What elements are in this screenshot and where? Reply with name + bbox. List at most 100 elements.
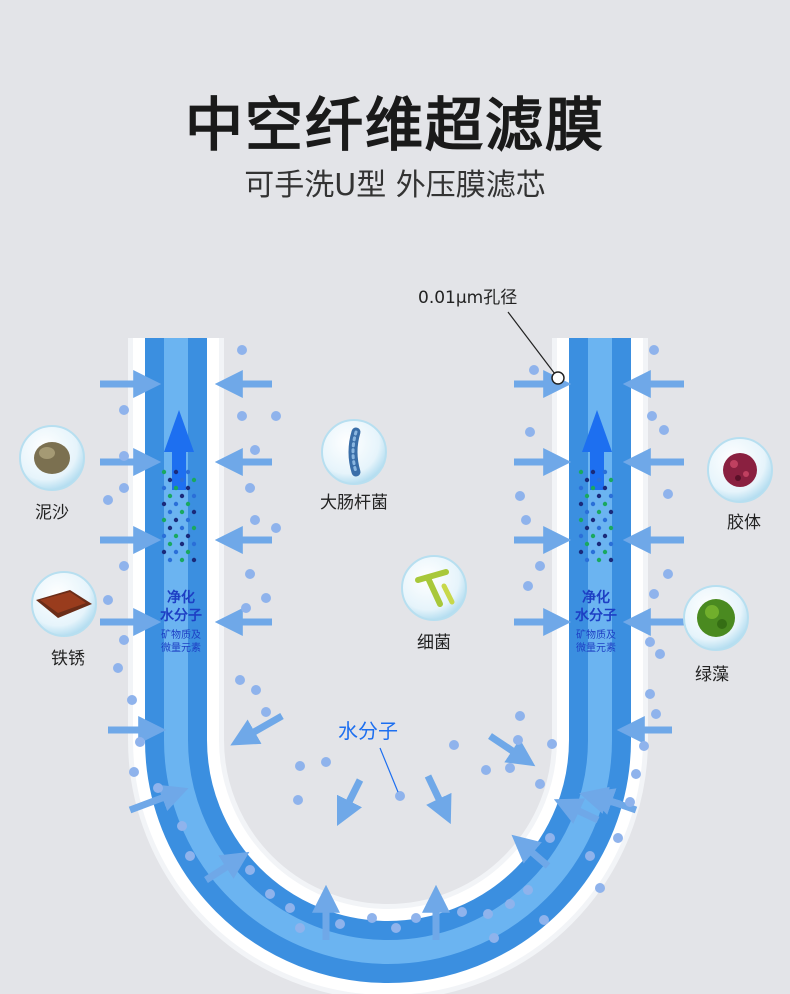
water-molecule-callout-line (379, 747, 399, 793)
purified-molecule-dot (602, 549, 608, 555)
purified-molecule-dot (191, 525, 197, 531)
purified-molecule-dot (578, 501, 584, 507)
left-inner-label-2: 水分子 (160, 607, 202, 624)
water-molecule-dot (261, 707, 271, 717)
purified-molecule-dot (590, 501, 596, 507)
water-molecule-dot (489, 933, 499, 943)
water-molecule-dot (119, 635, 129, 645)
purified-molecule-dot (608, 493, 614, 499)
water-molecule-dot (449, 740, 459, 750)
purified-molecule-dot (179, 493, 185, 499)
water-molecule-dot (659, 425, 669, 435)
water-molecule-dot (505, 763, 515, 773)
water-molecule-dot (505, 899, 515, 909)
water-molecule-dot (119, 405, 129, 415)
water-molecule-dot (483, 909, 493, 919)
flow-arrow (204, 851, 250, 883)
purified-molecule-dot (590, 517, 596, 523)
water-molecule-dot (185, 851, 195, 861)
water-molecule-dot (119, 451, 129, 461)
algae-label: 绿藻 (695, 665, 729, 685)
water-molecule-dot (645, 689, 655, 699)
water-molecule-dot (525, 427, 535, 437)
water-molecule-dots (103, 345, 673, 943)
water-molecule-dot (647, 411, 657, 421)
water-molecule-dot (295, 923, 305, 933)
purified-molecule-dot (602, 469, 608, 475)
purified-molecule-dot (608, 557, 614, 563)
water-molecule-dot (411, 913, 421, 923)
purified-molecule-dot (191, 541, 197, 547)
purified-molecule-dot (596, 477, 602, 483)
purified-molecules-right (578, 469, 614, 563)
purified-molecule-dot (185, 501, 191, 507)
right-inner-small-1: 矿物质及 (576, 628, 616, 641)
water-molecule-dot (250, 515, 260, 525)
rust-label: 铁锈 (51, 649, 85, 669)
purified-molecule-dot (179, 541, 185, 547)
purified-molecule-dot (596, 557, 602, 563)
water-molecule-dot (523, 581, 533, 591)
purified-molecule-dot (596, 525, 602, 531)
ecoli-icon (321, 419, 387, 485)
water-molecule-dot (515, 491, 525, 501)
purified-molecule-dot (590, 485, 596, 491)
purified-molecule-dot (173, 549, 179, 555)
water-molecule-dot (651, 709, 661, 719)
water-molecule-dot (481, 765, 491, 775)
purified-molecule-dot (167, 541, 173, 547)
water-molecule-dot (153, 783, 163, 793)
water-molecule-dot (625, 797, 635, 807)
water-molecule-dot (457, 907, 467, 917)
water-molecule-dot (391, 923, 401, 933)
water-molecule-dot (545, 833, 555, 843)
water-molecule-dot (235, 675, 245, 685)
flow-arrow (230, 712, 284, 746)
pore-callout-line (507, 311, 559, 379)
water-molecule-dot (513, 735, 523, 745)
purified-molecule-dot (161, 469, 167, 475)
water-molecule-dot (237, 411, 247, 421)
purified-molecule-dot (608, 525, 614, 531)
water-molecule-dot (265, 889, 275, 899)
purified-molecule-dot (167, 477, 173, 483)
purified-molecule-dot (596, 493, 602, 499)
right-inner-label-1: 净化 (582, 589, 610, 606)
purified-molecule-dot (167, 493, 173, 499)
water-molecule-dot (529, 365, 539, 375)
purified-molecule-dot (191, 557, 197, 563)
sand-icon (19, 425, 85, 491)
purified-molecule-dot (578, 517, 584, 523)
pore-callout-marker (551, 371, 565, 385)
purified-molecule-dot (590, 533, 596, 539)
water-molecule-dot (395, 791, 405, 801)
page-title: 中空纤维超滤膜 (184, 91, 605, 159)
purified-molecule-dot (608, 541, 614, 547)
purified-molecule-dot (167, 509, 173, 515)
water-molecule-dot (335, 919, 345, 929)
purified-molecule-dot (578, 485, 584, 491)
purified-molecule-dot (578, 549, 584, 555)
right-inner-small-2: 微量元素 (576, 641, 616, 654)
water-molecule-dot (177, 821, 187, 831)
purified-molecule-dot (185, 517, 191, 523)
purified-molecule-dot (602, 501, 608, 507)
water-molecule-dot (119, 561, 129, 571)
flow-arrow (424, 774, 452, 825)
purified-molecule-dot (608, 509, 614, 515)
water-molecule-label: 水分子 (338, 719, 398, 743)
purified-molecule-dot (596, 509, 602, 515)
u-water-highlight (164, 338, 612, 964)
colloid-label: 胶体 (727, 513, 761, 533)
purified-molecule-dot (161, 485, 167, 491)
purified-molecule-dot (590, 549, 596, 555)
water-molecule-dot (250, 445, 260, 455)
water-molecule-dot (535, 561, 545, 571)
purified-molecule-dot (584, 509, 590, 515)
water-molecule-dot (295, 761, 305, 771)
pore-label: 0.01μm孔径 (418, 288, 517, 308)
purified-molecule-dot (578, 469, 584, 475)
flow-arrow (336, 778, 364, 827)
water-molecule-dot (271, 523, 281, 533)
